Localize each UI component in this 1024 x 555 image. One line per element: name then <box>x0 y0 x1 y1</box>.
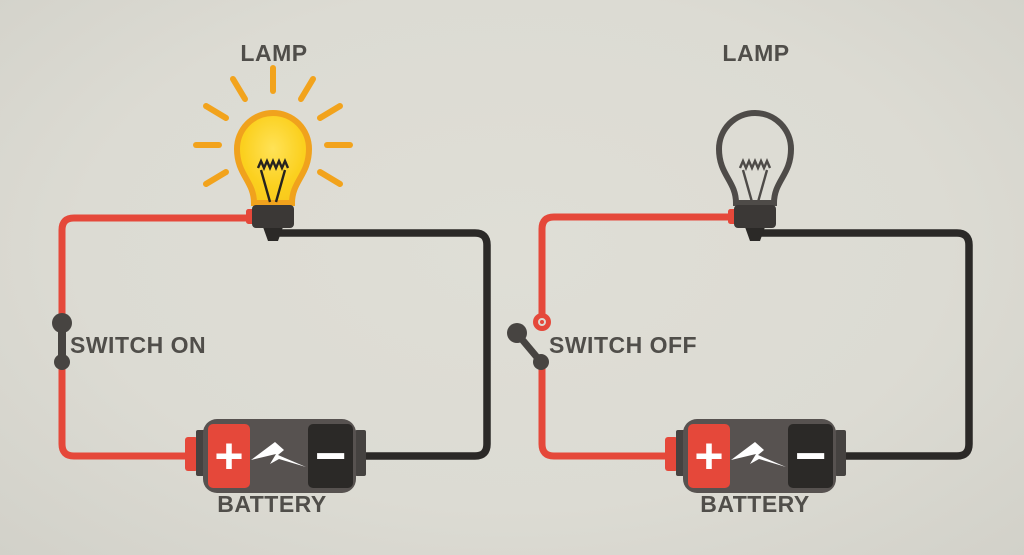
battery-terminal-right <box>355 430 366 476</box>
battery-icon: + − <box>663 414 853 514</box>
switch-terminal-top <box>52 313 72 333</box>
battery-positive-cell: + <box>688 424 730 488</box>
left-lamp-label: LAMP <box>240 40 308 66</box>
bulb-glass <box>715 110 795 206</box>
filament-icon <box>738 157 772 203</box>
lamp-base <box>252 205 294 228</box>
right-switch-label: SWITCH OFF <box>549 332 698 358</box>
battery-icon: + − <box>183 414 373 514</box>
right-lamp-label: LAMP <box>722 40 790 66</box>
left-switch-label: SWITCH ON <box>70 332 207 358</box>
battery-body: + − <box>683 419 836 493</box>
battery-body: + − <box>203 419 356 493</box>
lamp-base-tip <box>745 227 765 241</box>
minus-sign: − <box>794 426 827 486</box>
battery-terminal-left <box>196 430 207 476</box>
right-battery-label: BATTERY <box>700 491 810 517</box>
right-red-wire-bottom <box>538 363 674 460</box>
lightning-bolt-icon <box>731 442 786 467</box>
battery-positive-nub <box>665 437 678 471</box>
switch-open-terminal-ring <box>533 313 551 331</box>
lamp-unlit-icon <box>715 110 795 241</box>
battery-negative-cell: − <box>308 424 353 488</box>
lightning-bolt-icon <box>251 442 306 467</box>
switch-terminal-bottom <box>54 354 70 370</box>
plus-sign: + <box>694 428 724 484</box>
lamp-lit-icon <box>193 65 353 241</box>
plus-sign: + <box>214 428 244 484</box>
battery-terminal-right <box>835 430 846 476</box>
minus-sign: − <box>314 426 347 486</box>
battery-negative-cell: − <box>788 424 833 488</box>
battery-positive-cell: + <box>208 424 250 488</box>
right-black-wire <box>757 229 973 460</box>
switch-ring-dot <box>540 320 544 324</box>
filament-icon <box>256 157 290 203</box>
right-red-wire-top <box>538 213 737 315</box>
left-battery-label: BATTERY <box>217 491 327 517</box>
left-black-wire <box>276 229 491 460</box>
switch-bar <box>58 322 66 363</box>
lamp-base-tip <box>263 227 283 241</box>
switch-lever-knob <box>507 323 527 343</box>
lamp-base <box>734 205 776 228</box>
switch-terminal-bottom <box>533 354 549 370</box>
battery-terminal-left <box>676 430 687 476</box>
battery-positive-nub <box>185 437 198 471</box>
light-rays-icon <box>193 65 353 187</box>
